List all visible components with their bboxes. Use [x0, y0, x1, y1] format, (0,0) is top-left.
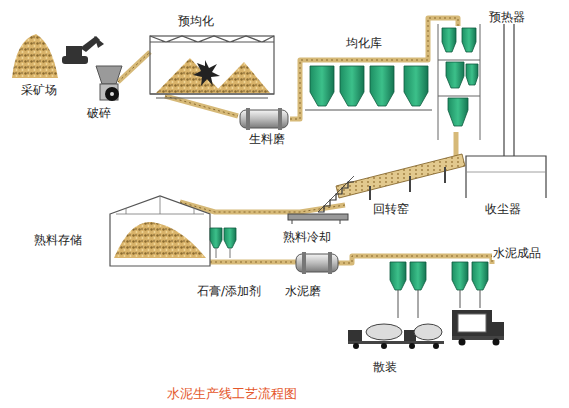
section-label: 熟料存储: [33, 233, 83, 247]
section-label: 均化库: [345, 36, 383, 50]
section-label: 散装: [372, 360, 398, 374]
section-label: 预均化: [177, 14, 215, 28]
section-label: 采矿场: [20, 83, 58, 97]
section-label: 预热器: [488, 10, 526, 24]
section-label: 破碎: [86, 106, 112, 120]
section-label: 熟料冷却: [282, 230, 332, 244]
section-label: 水泥磨: [284, 284, 322, 298]
section-label: 水泥成品: [492, 246, 542, 260]
section-label: 回转窑: [372, 202, 410, 216]
section-label: 收尘器: [484, 202, 522, 216]
section-label: 石膏/添加剂: [196, 284, 262, 298]
figure-caption: 水泥生产线工艺流程图: [166, 386, 298, 401]
section-label: 生料磨: [248, 132, 286, 146]
